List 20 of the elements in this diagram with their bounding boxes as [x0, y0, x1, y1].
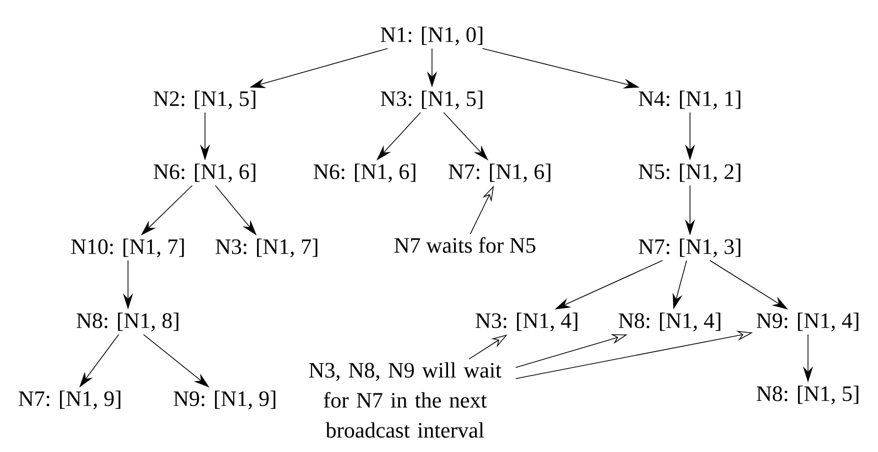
- node-label: N7: [N1, 3]: [638, 238, 740, 258]
- node-label: N3: [N1, 4]: [476, 312, 578, 332]
- node-label: N7: [N1, 6]: [448, 164, 550, 182]
- node-label: N5: [N1, 2]: [638, 164, 740, 182]
- node-label: N2: [N1, 5]: [154, 90, 256, 110]
- node-label: N8: [N1, 8]: [76, 312, 178, 332]
- node-label: N9: [N1, 9]: [174, 390, 276, 410]
- annotation-text: N7 waits for N5: [394, 237, 536, 253]
- node-label: N7: [N1, 9]: [18, 390, 120, 410]
- node-label: N3: [N1, 7]: [216, 238, 318, 258]
- node-label: N10: [N1, 7]: [71, 238, 184, 258]
- annotation-text: N3, N8, N9 will wait for N7 in the next broadcast interval: [309, 362, 502, 438]
- node-label: N8: [N1, 4]: [618, 312, 720, 332]
- node-label: N3: [N1, 5]: [380, 90, 482, 110]
- node-label: N6: [N1, 6]: [154, 164, 256, 182]
- node-label: N6: [N1, 6]: [314, 164, 416, 182]
- node-label: N8: [N1, 5]: [756, 386, 858, 404]
- node-label: N1: [N1, 0]: [380, 26, 482, 46]
- node-label: N9: [N1, 4]: [756, 312, 858, 332]
- node-label: N4: [N1, 1]: [638, 90, 740, 110]
